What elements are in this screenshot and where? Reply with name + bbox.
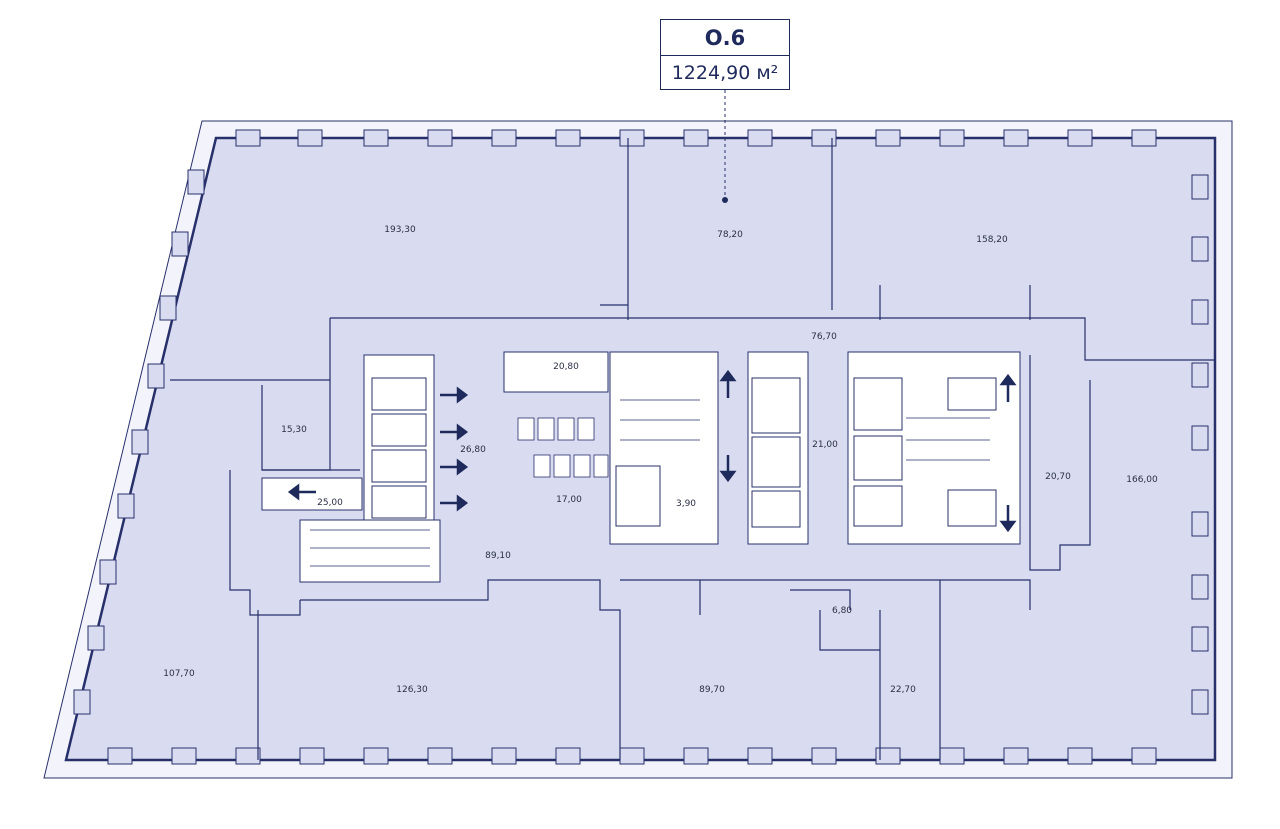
window-piers — [73, 129, 1209, 765]
stair-icon — [310, 399, 990, 567]
room-area-label: 89,10 — [485, 551, 511, 561]
room-area-label: 158,20 — [976, 235, 1008, 245]
room-area-label: 6,80 — [831, 606, 853, 616]
room-area-label: 20,70 — [1045, 472, 1071, 482]
room-area-label: 21,00 — [812, 440, 838, 450]
room-area-label: 20,80 — [553, 362, 579, 372]
interior-walls — [170, 138, 1215, 760]
room-area-label: 3,90 — [675, 499, 697, 509]
room-area-label: 107,70 — [163, 669, 195, 679]
building-core — [261, 351, 1021, 583]
elevator-icon — [371, 377, 997, 528]
room-area-label: 26,80 — [460, 445, 486, 455]
room-area-label: 78,20 — [717, 230, 743, 240]
toilet-icon — [517, 417, 609, 478]
room-area-label: 193,30 — [384, 225, 416, 235]
leader-dot — [722, 197, 728, 203]
room-area-label: 126,30 — [396, 685, 428, 695]
room-area-label: 76,70 — [811, 332, 837, 342]
unit-code: О.6 — [661, 20, 789, 56]
room-area-label: 15,30 — [281, 425, 307, 435]
unit-label: О.6 1224,90 м² — [660, 19, 790, 90]
room-area-label: 22,70 — [890, 685, 916, 695]
room-area-label: 25,00 — [317, 498, 343, 508]
room-area-label: 17,00 — [556, 495, 582, 505]
evacuation-arrow-icon — [287, 369, 1017, 533]
unit-area: 1224,90 м² — [671, 62, 779, 84]
room-area-label: 89,70 — [699, 685, 725, 695]
room-area-label: 166,00 — [1126, 475, 1158, 485]
